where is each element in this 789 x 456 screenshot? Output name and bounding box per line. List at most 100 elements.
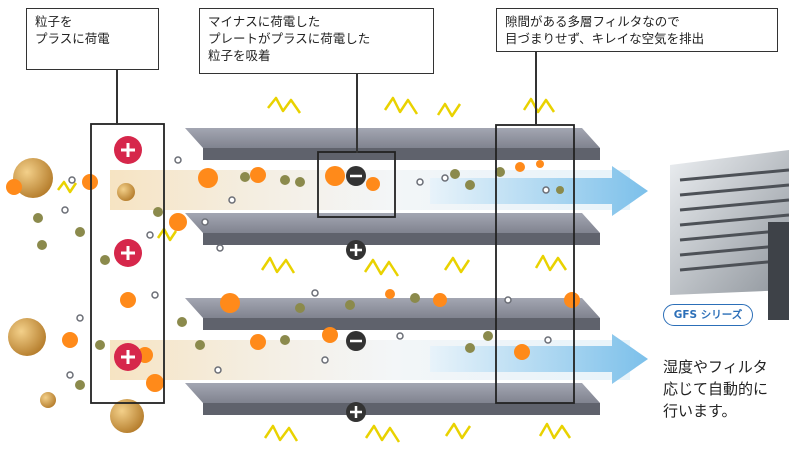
particle-dust	[295, 177, 305, 187]
particle-fine	[76, 314, 84, 322]
side-note-line: 行います。	[663, 402, 737, 420]
particle-dust	[280, 175, 290, 185]
lightning-icon	[383, 96, 419, 115]
particle-fine	[216, 244, 224, 252]
leader-line	[356, 74, 358, 153]
particle-fine	[201, 218, 209, 226]
particle-dust	[177, 317, 187, 327]
particle-fine	[66, 371, 74, 379]
particle-spark	[120, 292, 136, 308]
particle-dust	[37, 240, 47, 250]
particle-spark	[220, 293, 240, 313]
particle-large	[40, 392, 56, 408]
particle-dust	[410, 293, 420, 303]
callout-text: プラスに荷電	[35, 31, 110, 46]
particle-spark	[385, 289, 395, 299]
lightning-icon	[436, 102, 462, 118]
callout-text: 隙間がある多層フィルタなので	[505, 14, 680, 29]
particle-spark	[198, 168, 218, 188]
particle-spark	[169, 213, 187, 231]
particle-fine	[61, 206, 69, 214]
particle-spark	[564, 292, 580, 308]
airflow-arrow-upper	[430, 166, 648, 216]
lightning-icon	[156, 227, 178, 242]
particle-spark	[146, 374, 164, 392]
particle-dust	[75, 380, 85, 390]
particle-dust	[295, 303, 305, 313]
particle-spark	[325, 166, 345, 186]
particle-dust	[75, 227, 85, 237]
lightning-icon	[267, 96, 302, 114]
negative-charge-icon	[346, 331, 366, 351]
particle-spark	[514, 344, 530, 360]
positive-charge-icon	[114, 136, 142, 164]
positive-charge-icon	[346, 402, 366, 422]
particle-spark	[536, 160, 544, 168]
particle-spark	[82, 174, 98, 190]
particle-spark	[515, 162, 525, 172]
particle-fine	[441, 174, 449, 182]
particle-spark	[366, 177, 380, 191]
particle-spark	[322, 327, 338, 343]
particle-dust	[556, 186, 564, 194]
particle-large	[117, 183, 135, 201]
particle-dust	[495, 167, 505, 177]
particle-dust	[95, 340, 105, 350]
particle-dust	[153, 207, 163, 217]
callout-adsorption: マイナスに荷電した プレートがプラスに荷電した 粒子を吸着	[199, 8, 434, 74]
particle-dust	[465, 343, 475, 353]
lightning-icon	[444, 422, 472, 440]
callout-filter: 隙間がある多層フィルタなので 目づまりせず、キレイな空気を排出	[496, 8, 778, 52]
lightning-icon	[263, 424, 299, 442]
particle-dust	[240, 172, 250, 182]
lightning-icon	[57, 180, 78, 194]
airflow-arrow-lower	[430, 334, 648, 384]
plate-1	[185, 128, 600, 160]
positive-charge-icon	[346, 240, 366, 260]
fine-particles	[61, 156, 552, 379]
plate-4	[185, 383, 600, 415]
particle-fine	[416, 178, 424, 186]
particle-large	[110, 399, 144, 433]
particle-dust	[33, 213, 43, 223]
lightning-icon	[260, 256, 296, 274]
callout-charging: 粒子を プラスに荷電	[26, 8, 159, 70]
ionizer-frame	[90, 123, 165, 404]
gfs-unit-image	[670, 150, 789, 320]
negative-charge-icon	[346, 166, 366, 186]
particle-fine	[321, 356, 329, 364]
plate-3	[185, 298, 600, 330]
dust-particles	[33, 167, 564, 390]
callout-text: マイナスに荷電した	[208, 14, 321, 29]
callout-text: プレートがプラスに荷電した	[208, 31, 371, 46]
side-note-line: 応じて自動的に	[663, 380, 769, 398]
leader-line	[116, 70, 118, 125]
positive-charge-icon	[114, 343, 142, 371]
lightning-icon	[538, 422, 572, 440]
particle-spark	[250, 334, 266, 350]
leader-line	[535, 52, 537, 125]
lightning-icon	[363, 258, 400, 277]
particle-fine	[542, 186, 550, 194]
particle-fine	[68, 176, 76, 184]
particle-fine	[504, 296, 512, 304]
particle-dust	[450, 169, 460, 179]
callout-text: 粒子を	[35, 14, 73, 29]
particle-dust	[100, 255, 110, 265]
particle-fine	[228, 196, 236, 204]
particle-fine	[214, 366, 222, 374]
particle-fine	[544, 336, 552, 344]
callout-text: 粒子を吸着	[208, 48, 271, 63]
particle-dust	[280, 335, 290, 345]
lightning-icon	[522, 97, 556, 114]
particle-large	[13, 158, 53, 198]
side-note-line: 湿度やフィルタ	[663, 358, 768, 376]
side-note: 湿度やフィルタ 応じて自動的に 行います。	[663, 356, 789, 422]
particle-fine	[151, 291, 159, 299]
callout-text: 目づまりせず、キレイな空気を排出	[505, 31, 705, 46]
particle-fine	[396, 332, 404, 340]
particle-dust	[483, 331, 493, 341]
particle-fine	[311, 289, 319, 297]
particle-dust	[465, 180, 475, 190]
